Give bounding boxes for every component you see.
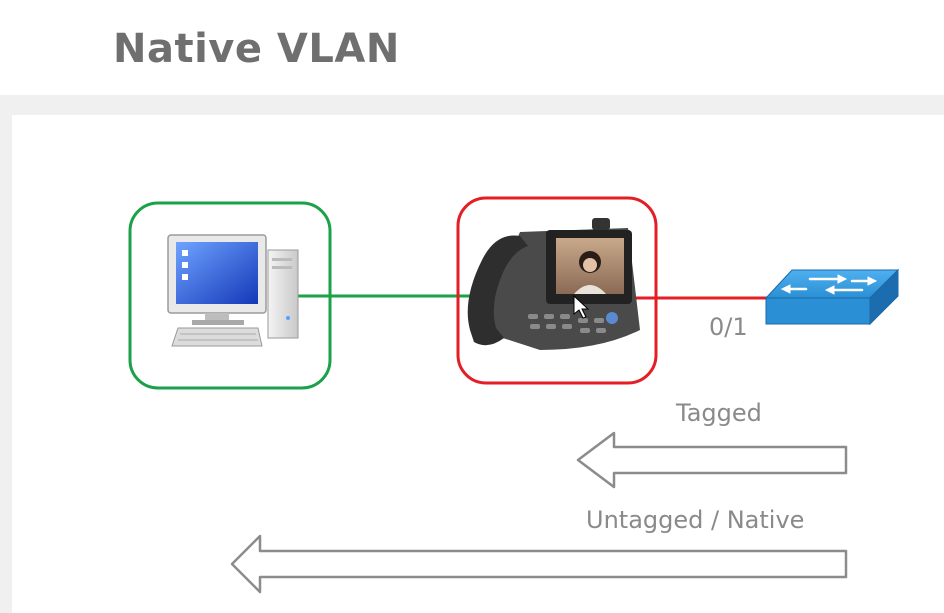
untagged-native-label: Untagged / Native <box>586 506 805 534</box>
computer-icon <box>167 234 299 347</box>
untagged-native-arrow <box>230 534 848 594</box>
pc-highlight-box <box>128 201 332 390</box>
port-label: 0/1 <box>709 313 748 341</box>
tagged-arrow <box>576 431 848 489</box>
phone-highlight-box <box>456 196 658 385</box>
slide-header: Native VLAN <box>0 0 944 95</box>
switch-icon <box>764 268 900 326</box>
slide-title: Native VLAN <box>113 26 400 72</box>
ip-phone-icon <box>467 218 640 350</box>
tagged-label: Tagged <box>676 399 762 427</box>
